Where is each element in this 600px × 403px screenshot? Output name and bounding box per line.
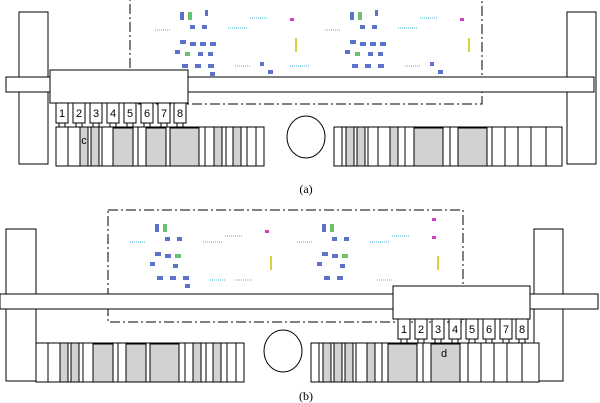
svg-text:3: 3 (93, 108, 99, 120)
nozzle-3: 3 (89, 102, 103, 128)
nozzle-7: 7 (499, 318, 513, 344)
feeder-bank-left-a: c (55, 126, 265, 167)
nozzle-5: 5 (465, 318, 479, 344)
svg-text:2: 2 (76, 108, 82, 120)
svg-text:2: 2 (418, 324, 424, 336)
svg-text:4: 4 (110, 108, 116, 120)
svg-text:5: 5 (469, 324, 475, 336)
component-c (79, 126, 89, 167)
nozzle-2: 2 (414, 318, 428, 344)
svg-text:3: 3 (435, 324, 441, 336)
svg-text:7: 7 (503, 324, 509, 336)
panel-a: 1 2 3 4 5 6 7 8 c (5, 0, 597, 196)
svg-text:7: 7 (161, 108, 167, 120)
svg-text:1: 1 (401, 324, 407, 336)
feeder-bank-left-b (35, 342, 245, 383)
svg-text:5: 5 (127, 108, 133, 120)
placement-head-b (392, 285, 531, 320)
nozzle-1: 1 (55, 102, 69, 128)
svg-text:4: 4 (452, 324, 458, 336)
nozzle-7: 7 (157, 102, 171, 128)
component-d (430, 343, 461, 383)
svg-text:6: 6 (144, 108, 150, 120)
nozzle-4: 4 (106, 102, 120, 128)
nozzle-4: 4 (448, 318, 462, 344)
nozzle-5: 5 (123, 102, 137, 128)
camera-a (286, 115, 326, 159)
nozzle-2: 2 (72, 102, 86, 128)
camera-b (263, 329, 303, 373)
svg-text:6: 6 (486, 324, 492, 336)
caption-a: (a) (299, 182, 312, 196)
placement-head-a (49, 69, 189, 104)
svg-text:d: d (441, 348, 447, 360)
nozzles-a: 1 2 3 4 5 6 7 8 (55, 102, 187, 128)
nozzle-1: 1 (397, 318, 411, 344)
nozzle-6: 6 (140, 102, 154, 128)
pcb-components-b (130, 218, 439, 288)
panel-b: 1 2 3 4 5 6 7 8 (0, 209, 599, 403)
pcb-components-a (155, 10, 470, 76)
pcb-outline-b (107, 209, 464, 323)
feeder-bank-right-a (333, 126, 563, 167)
svg-text:8: 8 (519, 324, 525, 336)
pcb-outline-a (129, 0, 483, 105)
svg-text:8: 8 (177, 108, 183, 120)
feeder-bank-right-b: d (310, 342, 540, 383)
nozzle-3: 3 (431, 318, 445, 344)
nozzle-8: 8 (515, 318, 529, 344)
svg-text:c: c (81, 135, 87, 147)
nozzle-8: 8 (173, 102, 187, 128)
caption-b: (b) (299, 389, 313, 403)
nozzles-b: 1 2 3 4 5 6 7 8 (397, 318, 529, 344)
nozzle-6: 6 (482, 318, 496, 344)
svg-text:1: 1 (59, 108, 65, 120)
